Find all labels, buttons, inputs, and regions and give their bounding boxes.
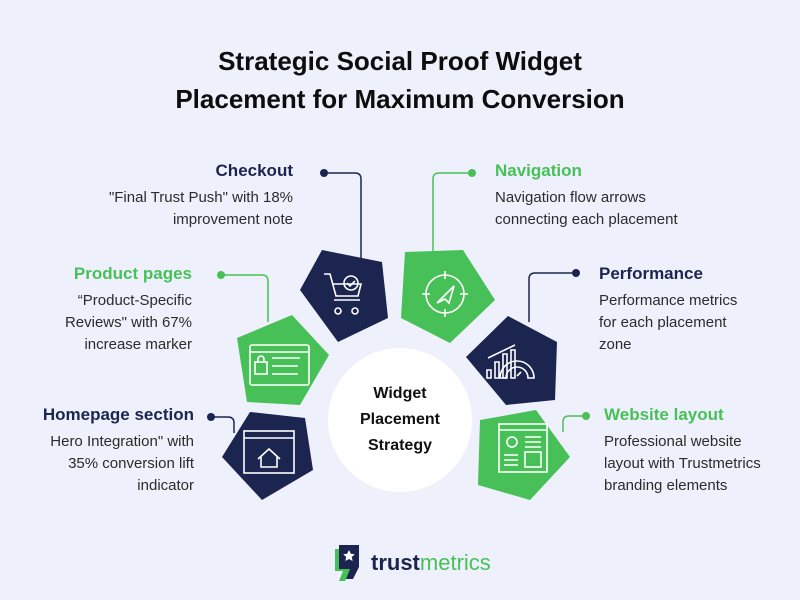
navigation-target-icon [422, 271, 468, 317]
connector-checkout [324, 172, 362, 258]
connector-website [562, 415, 586, 432]
website-layout-icon [498, 423, 548, 473]
shopping-cart-check-icon [324, 273, 363, 315]
product-pentagon [237, 315, 329, 405]
connector-product [221, 274, 269, 322]
performance-chart-icon [486, 344, 535, 379]
connector-homepage [211, 416, 235, 433]
logo-mark-icon [335, 545, 359, 581]
product-page-icon [249, 344, 310, 386]
connector-navigation [432, 172, 472, 255]
item-checkout: Checkout"Final Trust Push" with 18%impro… [108, 161, 293, 228]
connector-performance [528, 272, 576, 322]
homepage-pentagon [222, 412, 313, 500]
navigation-pentagon [401, 250, 495, 343]
trustmetrics-logo: trustmetrics [333, 543, 491, 583]
homepage-icon [243, 430, 295, 474]
